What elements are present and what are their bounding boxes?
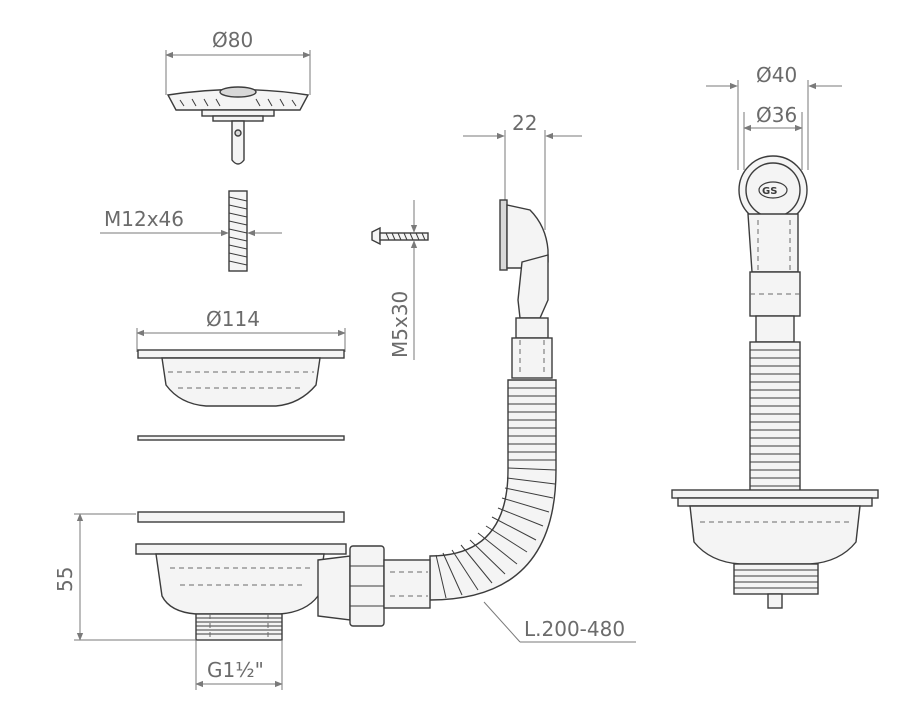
- elbow-width-label: 22: [512, 111, 537, 135]
- body-height-label: 55: [53, 567, 77, 592]
- hose-length-label: L.200-480: [524, 617, 625, 641]
- center-screw: M12x46: [100, 190, 282, 272]
- mounting-screw: M5x30: [371, 200, 429, 360]
- flexible-hose: [429, 379, 557, 601]
- svg-text:GS: GS: [762, 186, 777, 197]
- thread-size-label: G1½": [207, 658, 264, 682]
- flange-diameter-label: Ø114: [206, 307, 260, 331]
- screw-size-label: M12x46: [104, 207, 184, 231]
- mounting-screw-label: M5x30: [388, 291, 412, 358]
- overflow-elbow: 22: [463, 111, 582, 379]
- sink-bowl-flange: Ø114: [136, 307, 346, 441]
- overflow-outer-diameter-label: Ø40: [756, 63, 797, 87]
- overflow-inner-diameter-label: Ø36: [756, 103, 797, 127]
- brand-logo-icon: GS: [758, 181, 788, 199]
- side-view-assembly: Ø40 Ø36 GS: [671, 63, 879, 609]
- basket-diameter-label: Ø80: [212, 28, 253, 52]
- basket-strainer-top: Ø80: [165, 28, 311, 165]
- basket-body-assembly: 55 G1½": [53, 511, 431, 690]
- hose-length-callout: L.200-480: [483, 601, 636, 643]
